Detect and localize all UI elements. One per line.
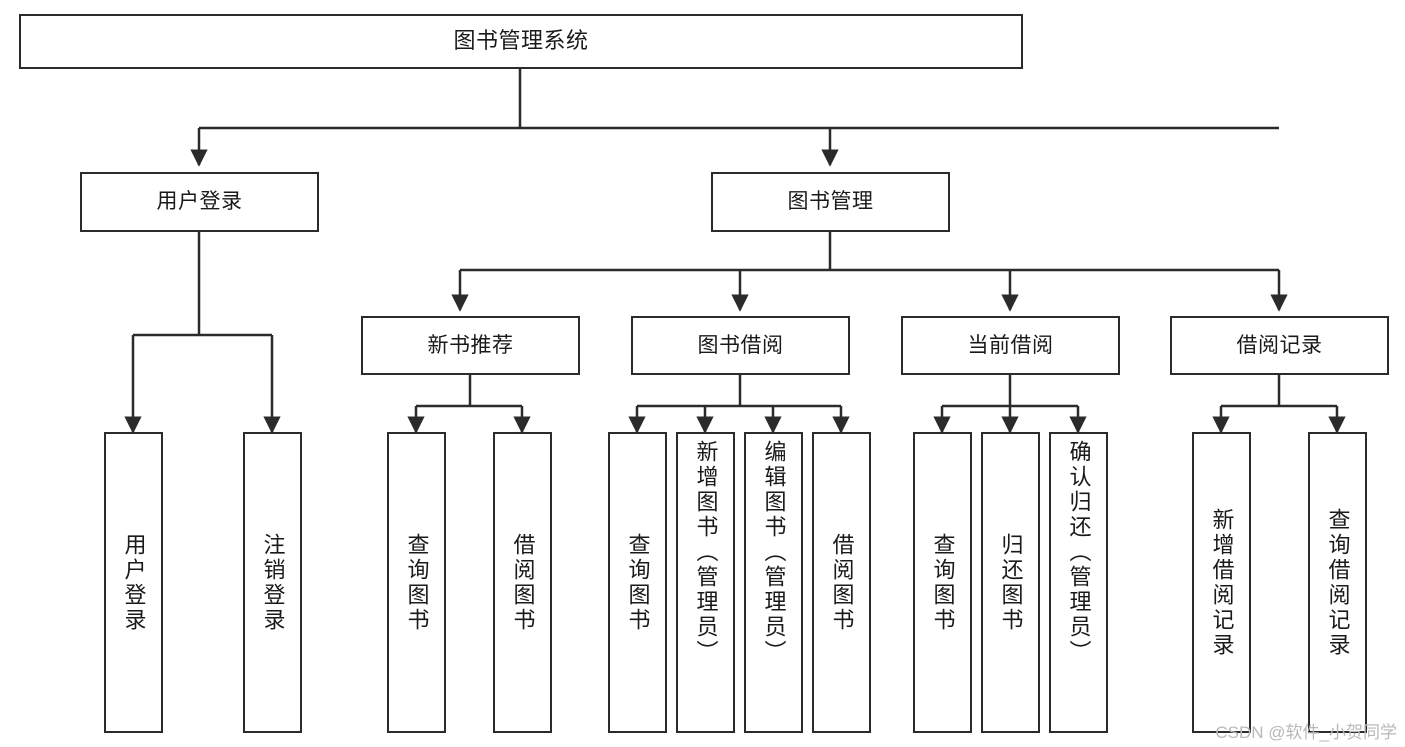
node-new-book-recommendation[interactable]: 新书推荐 — [361, 316, 580, 375]
node-label: 归还图书 — [998, 532, 1024, 633]
node-label: 编辑图书（管理员） — [761, 440, 787, 665]
leaf-borrow-add-book-admin[interactable]: 新增图书（管理员） — [676, 432, 735, 733]
node-label: 注销登录 — [260, 532, 286, 633]
watermark-text: CSDN @软件_小贺同学 — [1215, 723, 1397, 742]
leaf-borrow-borrow-book[interactable]: 借阅图书 — [812, 432, 871, 733]
leaf-record-query-borrow-record[interactable]: 查询借阅记录 — [1308, 432, 1367, 733]
node-label: 新增借阅记录 — [1209, 507, 1235, 658]
leaf-current-query-book[interactable]: 查询图书 — [913, 432, 972, 733]
node-book-borrowing[interactable]: 图书借阅 — [631, 316, 850, 375]
node-label: 用户登录 — [121, 532, 147, 633]
node-label: 图书管理系统 — [453, 28, 589, 54]
node-label: 借阅图书 — [510, 532, 536, 633]
leaf-user-login-login[interactable]: 用户登录 — [104, 432, 163, 733]
node-label: 新增图书（管理员） — [693, 440, 719, 665]
node-label: 借阅记录 — [1236, 333, 1323, 357]
node-label: 用户登录 — [156, 190, 243, 214]
node-root-book-management-system[interactable]: 图书管理系统 — [19, 14, 1023, 69]
leaf-user-login-logout[interactable]: 注销登录 — [243, 432, 302, 733]
node-label: 借阅图书 — [829, 532, 855, 633]
node-label: 图书管理 — [787, 190, 874, 214]
node-label: 查询图书 — [404, 532, 430, 633]
node-borrow-records[interactable]: 借阅记录 — [1170, 316, 1389, 375]
leaf-record-add-borrow-record[interactable]: 新增借阅记录 — [1192, 432, 1251, 733]
node-label: 查询借阅记录 — [1325, 507, 1351, 658]
node-label: 确认归还（管理员） — [1066, 440, 1092, 665]
node-label: 新书推荐 — [427, 333, 514, 357]
node-user-login[interactable]: 用户登录 — [80, 172, 319, 232]
leaf-current-return-book[interactable]: 归还图书 — [981, 432, 1040, 733]
leaf-new-book-query-book[interactable]: 查询图书 — [387, 432, 446, 733]
node-label: 查询图书 — [930, 532, 956, 633]
node-label: 当前借阅 — [967, 333, 1054, 357]
node-book-management[interactable]: 图书管理 — [711, 172, 950, 232]
node-label: 图书借阅 — [697, 333, 784, 357]
leaf-current-confirm-return-admin[interactable]: 确认归还（管理员） — [1049, 432, 1108, 733]
node-current-borrowing[interactable]: 当前借阅 — [901, 316, 1120, 375]
node-label: 查询图书 — [625, 532, 651, 633]
leaf-new-book-borrow-book[interactable]: 借阅图书 — [493, 432, 552, 733]
leaf-borrow-query-book[interactable]: 查询图书 — [608, 432, 667, 733]
leaf-borrow-edit-book-admin[interactable]: 编辑图书（管理员） — [744, 432, 803, 733]
